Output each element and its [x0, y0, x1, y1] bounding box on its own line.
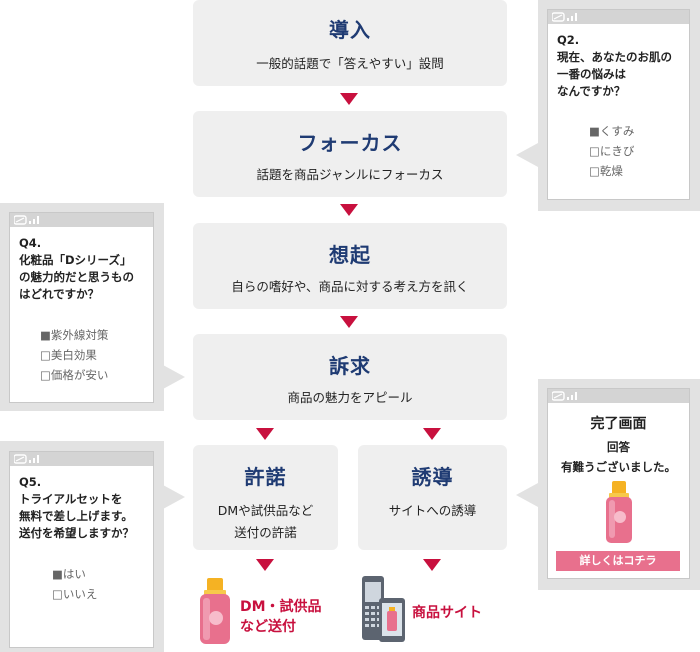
arrow-down-induce	[423, 428, 441, 440]
mobile-phones-icon	[362, 576, 405, 642]
q2-line-0: Q2.	[557, 33, 580, 47]
phone-screen-complete: 完了画面 回答 有難うございました。 詳しくはコチラ	[547, 388, 690, 579]
q2-option-1[interactable]: □にきび	[589, 144, 635, 158]
sample-bottle-icon	[200, 578, 230, 644]
step-focus-title: フォーカス	[297, 131, 403, 155]
callout-pointer-q4	[163, 365, 185, 389]
result-dm-line1: DM・試供品	[240, 599, 322, 615]
phone-screen-q5: Q5. トライアルセットを 無料で差し上げます。 送付を希望しますか？ ■はい …	[9, 451, 154, 648]
q4-line-3: はどれですか？	[19, 287, 100, 301]
step-induce-title: 誘導	[411, 465, 454, 489]
phone-status-bar	[548, 389, 689, 403]
arrow-down-2	[340, 204, 358, 216]
step-intro-sub: 一般的話題で「答えやすい」設問	[256, 56, 444, 71]
arrow-down-3	[340, 316, 358, 328]
q2-line-1: 現在、あなたのお肌の	[557, 50, 672, 64]
phone-screen-q2: Q2. 現在、あなたのお肌の 一番の悩みは なんですか？ ■くすみ □にきび □…	[547, 9, 690, 200]
q2-line-3: なんですか？	[557, 84, 626, 98]
step-recall: 想起 自らの嗜好や、商品に対する考え方を訊く	[193, 223, 507, 309]
complete-line1: 回答	[607, 440, 630, 454]
step-appeal: 訴求 商品の魅力をアピール	[193, 334, 507, 420]
q2-option-2[interactable]: □乾燥	[589, 164, 623, 178]
q5-line-2: 無料で差し上げます。	[19, 509, 133, 523]
step-intro: 導入 一般的話題で「答えやすい」設問	[193, 0, 507, 86]
q4-option-1[interactable]: □美白効果	[40, 348, 97, 362]
q4-line-0: Q4.	[19, 236, 42, 250]
q5-option-0[interactable]: ■はい	[52, 567, 86, 581]
q5-question: Q5. トライアルセットを 無料で差し上げます。 送付を希望しますか？	[19, 474, 134, 542]
arrow-down-permit	[256, 428, 274, 440]
complete-title: 完了画面	[590, 416, 647, 432]
step-permit-sub2: 送付の許諾	[234, 525, 297, 540]
step-appeal-title: 訴求	[329, 354, 371, 378]
q5-options: ■はい □いいえ	[52, 564, 97, 604]
arrow-down-dm	[256, 559, 274, 571]
q5-line-1: トライアルセットを	[19, 492, 123, 506]
step-induce-sub: サイトへの誘導	[388, 503, 477, 518]
step-recall-title: 想起	[329, 243, 371, 267]
q2-question: Q2. 現在、あなたのお肌の 一番の悩みは なんですか？	[557, 32, 672, 100]
step-intro-title: 導入	[329, 18, 371, 42]
phone-status-bar	[548, 10, 689, 24]
q4-options: ■紫外線対策 □美白効果 □価格が安い	[40, 325, 108, 385]
q4-option-2[interactable]: □価格が安い	[40, 368, 109, 382]
step-permit-title: 許諾	[244, 465, 287, 489]
arrow-down-1	[340, 93, 358, 105]
q5-line-3: 送付を希望しますか？	[19, 526, 134, 540]
step-permit: 許諾 DMや試供品など 送付の許諾	[193, 445, 338, 550]
details-button[interactable]: 詳しくはコチラ	[556, 551, 680, 571]
callout-pointer-q2	[516, 143, 538, 167]
phone-screen-q4: Q4. 化粧品「Dシリーズ」 の魅力的だと思うもの はどれですか？ ■紫外線対策…	[9, 212, 154, 403]
phone-status-bar	[10, 213, 153, 227]
step-recall-sub: 自らの嗜好や、商品に対する考え方を訊く	[231, 279, 469, 294]
q4-line-1: 化粧品「Dシリーズ」	[19, 253, 132, 267]
phone-status-bar	[10, 452, 153, 466]
phone-panel-complete: 完了画面 回答 有難うございました。 詳しくはコチラ	[538, 379, 700, 590]
product-bottle-icon	[606, 481, 632, 543]
phone-panel-q4: Q4. 化粧品「Dシリーズ」 の魅力的だと思うもの はどれですか？ ■紫外線対策…	[0, 203, 164, 411]
callout-pointer-q5	[163, 485, 185, 509]
q4-line-2: の魅力的だと思うもの	[19, 270, 134, 284]
q5-line-0: Q5.	[19, 475, 42, 489]
result-site: 商品サイト	[412, 605, 482, 621]
step-induce: 誘導 サイトへの誘導	[358, 445, 507, 550]
step-focus: フォーカス 話題を商品ジャンルにフォーカス	[193, 111, 507, 197]
callout-pointer-complete	[516, 483, 538, 507]
step-appeal-sub: 商品の魅力をアピール	[287, 390, 413, 405]
result-dm-line2: など送付	[240, 619, 296, 635]
q4-option-0[interactable]: ■紫外線対策	[40, 328, 109, 342]
q2-line-2: 一番の悩みは	[557, 67, 626, 81]
arrow-down-site	[423, 559, 441, 571]
q2-option-0[interactable]: ■くすみ	[589, 124, 635, 138]
step-permit-sub1: DMや試供品など	[217, 503, 314, 518]
result-dm: DM・試供品 など送付	[240, 597, 322, 637]
phone-panel-q5: Q5. トライアルセットを 無料で差し上げます。 送付を希望しますか？ ■はい …	[0, 441, 164, 652]
step-focus-sub: 話題を商品ジャンルにフォーカス	[256, 167, 444, 182]
q4-question: Q4. 化粧品「Dシリーズ」 の魅力的だと思うもの はどれですか？	[19, 235, 134, 303]
complete-line2: 有難うございました。	[561, 460, 676, 474]
q5-option-1[interactable]: □いいえ	[52, 587, 98, 601]
phone-panel-q2: Q2. 現在、あなたのお肌の 一番の悩みは なんですか？ ■くすみ □にきび □…	[538, 0, 700, 211]
q2-options: ■くすみ □にきび □乾燥	[589, 121, 634, 181]
